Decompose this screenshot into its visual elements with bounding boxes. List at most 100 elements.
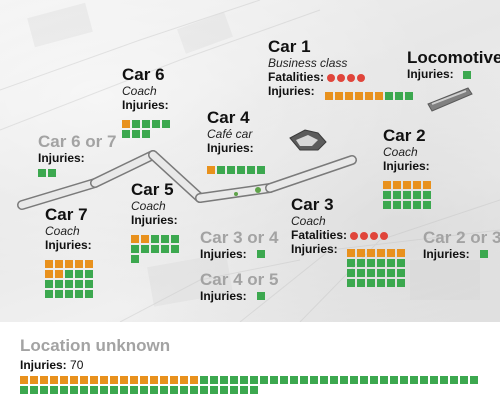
- minor-injury-square: [152, 120, 160, 128]
- minor-injury-square: [260, 376, 268, 384]
- minor-injury-square: [30, 386, 38, 394]
- serious-injury-square: [357, 249, 365, 257]
- minor-injury-square: [347, 259, 355, 267]
- fatality-dot: [370, 231, 379, 240]
- serious-injury-square: [120, 376, 128, 384]
- serious-injury-square: [45, 270, 53, 278]
- car5-injury-icons: [131, 235, 179, 263]
- serious-injury-square: [403, 181, 411, 189]
- car1-subtitle: Business class: [268, 56, 348, 70]
- car4or5-injury-icons: [257, 292, 305, 300]
- car1-fatality-icons: [327, 70, 367, 84]
- serious-injury-square: [345, 92, 353, 100]
- minor-injury-square: [420, 376, 428, 384]
- minor-injury-square: [380, 376, 388, 384]
- minor-injury-square: [162, 120, 170, 128]
- minor-injury-square: [397, 279, 405, 287]
- minor-injury-square: [142, 120, 150, 128]
- car5-label: Car 5 Coach Injuries:: [131, 180, 178, 227]
- serious-injury-square: [347, 249, 355, 257]
- car3-fatalities-label: Fatalities:: [291, 228, 348, 242]
- minor-injury-square: [85, 280, 93, 288]
- minor-injury-square: [75, 280, 83, 288]
- minor-injury-square: [230, 386, 238, 394]
- minor-injury-square: [403, 201, 411, 209]
- car3-fatality-icons: [350, 228, 390, 242]
- car4-label: Car 4 Café car Injuries:: [207, 108, 254, 155]
- car7-subtitle: Coach: [45, 224, 80, 238]
- car4-title: Car 4: [207, 108, 250, 127]
- serious-injury-square: [85, 260, 93, 268]
- car5-subtitle: Coach: [131, 199, 166, 213]
- minor-injury-square: [150, 386, 158, 394]
- car1-label: Car 1 Business class Fatalities: Injurie…: [268, 37, 367, 98]
- minor-injury-square: [122, 130, 130, 138]
- minor-injury-square: [45, 290, 53, 298]
- minor-injury-square: [90, 386, 98, 394]
- car6or7-injury-icons: [38, 169, 86, 177]
- minor-injury-square: [110, 386, 118, 394]
- car6-injuries-label: Injuries:: [122, 98, 169, 112]
- serious-injury-square: [180, 376, 188, 384]
- location-unknown-injuries-value: 70: [70, 358, 84, 372]
- serious-injury-square: [40, 376, 48, 384]
- minor-injury-square: [132, 120, 140, 128]
- fatality-dot: [380, 231, 389, 240]
- minor-injury-square: [257, 250, 265, 258]
- serious-injury-square: [413, 181, 421, 189]
- minor-injury-square: [410, 376, 418, 384]
- minor-injury-square: [230, 376, 238, 384]
- serious-injury-square: [383, 181, 391, 189]
- minor-injury-square: [423, 191, 431, 199]
- minor-injury-square: [227, 166, 235, 174]
- serious-injury-square: [55, 270, 63, 278]
- serious-injury-square: [50, 376, 58, 384]
- minor-injury-square: [403, 191, 411, 199]
- serious-injury-square: [377, 249, 385, 257]
- car3or4-injury-icons: [257, 250, 305, 258]
- serious-injury-square: [140, 376, 148, 384]
- minor-injury-square: [151, 235, 159, 243]
- car4-injuries-label: Injuries:: [207, 141, 254, 155]
- car7-label: Car 7 Coach Injuries:: [45, 205, 92, 252]
- train-wreck-illustration: [0, 0, 500, 322]
- car4-subtitle: Café car: [207, 127, 253, 141]
- car1-injury-icons: [325, 92, 413, 100]
- minor-injury-square: [240, 376, 248, 384]
- minor-injury-square: [470, 376, 478, 384]
- serious-injury-square: [100, 376, 108, 384]
- car4-injury-icons: [207, 166, 265, 174]
- minor-injury-square: [75, 270, 83, 278]
- minor-injury-square: [171, 245, 179, 253]
- minor-injury-square: [85, 290, 93, 298]
- minor-injury-square: [395, 92, 403, 100]
- fatality-dot: [360, 231, 369, 240]
- minor-injury-square: [400, 376, 408, 384]
- car3or4-injuries-label: Injuries:: [200, 247, 247, 261]
- car3or4-title: Car 3 or 4: [200, 228, 279, 247]
- minor-injury-square: [257, 166, 265, 174]
- minor-injury-square: [130, 386, 138, 394]
- minor-injury-square: [250, 376, 258, 384]
- location-unknown-injury-icons: [20, 376, 478, 394]
- car6-injury-icons: [122, 120, 170, 138]
- minor-injury-square: [480, 250, 488, 258]
- minor-injury-square: [413, 191, 421, 199]
- minor-injury-square: [65, 270, 73, 278]
- car2-label: Car 2 Coach Injuries:: [383, 126, 430, 173]
- minor-injury-square: [383, 201, 391, 209]
- location-unknown-title: Location unknown: [20, 336, 171, 355]
- car5-title: Car 5: [131, 180, 174, 199]
- minor-injury-square: [38, 169, 46, 177]
- minor-injury-square: [340, 376, 348, 384]
- serious-injury-square: [45, 260, 53, 268]
- minor-injury-square: [75, 290, 83, 298]
- minor-injury-square: [160, 386, 168, 394]
- car7-injuries-label: Injuries:: [45, 238, 92, 252]
- car3-title: Car 3: [291, 195, 334, 214]
- minor-injury-square: [385, 92, 393, 100]
- serious-injury-square: [80, 376, 88, 384]
- car3-injuries-label: Injuries:: [291, 242, 338, 256]
- serious-injury-square: [30, 376, 38, 384]
- minor-injury-square: [45, 280, 53, 288]
